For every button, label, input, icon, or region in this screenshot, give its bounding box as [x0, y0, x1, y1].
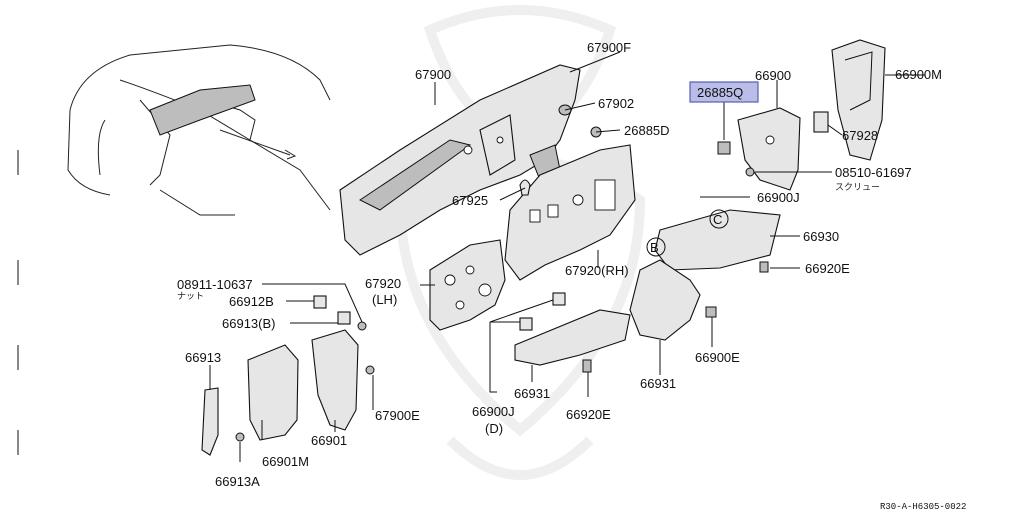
- clip-26885q[interactable]: [717, 141, 731, 155]
- label-66913: 66913: [185, 350, 221, 365]
- clip-67925[interactable]: [519, 179, 531, 196]
- label-67900: 67900: [415, 67, 451, 82]
- label-66913a: 66913A: [215, 474, 260, 489]
- bracket-66900j-bottom[interactable]: [519, 292, 566, 331]
- label-66900j-top: 66900J: [757, 190, 800, 205]
- ref-marker-c: C: [709, 209, 729, 229]
- label-67920: 67920: [365, 276, 401, 291]
- duct-66931-left[interactable]: [514, 309, 631, 366]
- label-66931-right: 66931: [640, 376, 676, 391]
- duct-66931-right[interactable]: [629, 259, 701, 341]
- bolt-66913a[interactable]: [235, 432, 245, 442]
- floor-panel-66930[interactable]: [654, 209, 781, 271]
- label-67920-lh: (LH): [372, 292, 397, 307]
- label-26885q: 26885Q: [697, 85, 743, 100]
- dash-panel-67900[interactable]: [339, 64, 581, 256]
- highlight-box-26885q: [689, 81, 759, 103]
- clip-66913b[interactable]: [337, 311, 351, 325]
- label-08510-61697: 08510-61697: [835, 165, 912, 180]
- clip-66900e[interactable]: [705, 306, 717, 318]
- label-67920-rh: 67920(RH): [565, 263, 629, 278]
- label-67925: 67925: [452, 193, 488, 208]
- bracket-67928[interactable]: [813, 111, 829, 133]
- label-67902: 67902: [598, 96, 634, 111]
- label-66901: 66901: [311, 433, 347, 448]
- label-66931-left: 66931: [514, 386, 550, 401]
- leader-lines: [209, 51, 925, 462]
- label-08510-note: スクリュー: [835, 182, 880, 193]
- pillar-trim-66900m[interactable]: [831, 39, 886, 161]
- svg-text:C: C: [713, 212, 722, 227]
- label-67928: 67928: [842, 128, 878, 143]
- label-66900m: 66900M: [895, 67, 942, 82]
- panel-66900[interactable]: [737, 107, 801, 191]
- car-body-outline: [67, 44, 331, 216]
- ref-marker-b: B: [646, 237, 666, 257]
- label-67900e: 67900E: [375, 408, 420, 423]
- clip-66912b[interactable]: [313, 295, 327, 309]
- label-66913b: 66913(B): [222, 316, 275, 331]
- trim-66901m[interactable]: [247, 344, 299, 441]
- label-08911-10637: 08911-10637: [177, 277, 253, 292]
- label-66930: 66930: [803, 229, 839, 244]
- label-66901m: 66901M: [262, 454, 309, 469]
- label-66900: 66900: [755, 68, 791, 83]
- label-26885d: 26885D: [624, 123, 670, 138]
- drawing-code: R30-A-H6305-0022: [880, 502, 966, 512]
- label-66900e: 66900E: [695, 350, 740, 365]
- label-67900f: 67900F: [587, 40, 631, 55]
- trim-66901[interactable]: [311, 329, 359, 431]
- label-66900j-bottom: 66900J: [472, 404, 515, 419]
- fastener-66920e-right[interactable]: [759, 261, 769, 273]
- label-66920e-right: 66920E: [805, 261, 850, 276]
- label-08911-note: ナット: [177, 291, 204, 302]
- insulator-67920-rh[interactable]: [504, 144, 636, 281]
- clip-67900e[interactable]: [365, 365, 375, 375]
- fastener-66920e-bottom[interactable]: [582, 359, 592, 373]
- label-66920e-bottom: 66920E: [566, 407, 611, 422]
- screw-08510-61697[interactable]: [745, 167, 755, 177]
- insulator-67920-lh[interactable]: [429, 239, 506, 331]
- svg-text:B: B: [650, 240, 659, 255]
- label-66912b: 66912B: [229, 294, 274, 309]
- bracket-66913[interactable]: [201, 387, 219, 456]
- nut-08911-10637[interactable]: [357, 321, 367, 331]
- label-66900j-bottom-d: (D): [485, 421, 503, 436]
